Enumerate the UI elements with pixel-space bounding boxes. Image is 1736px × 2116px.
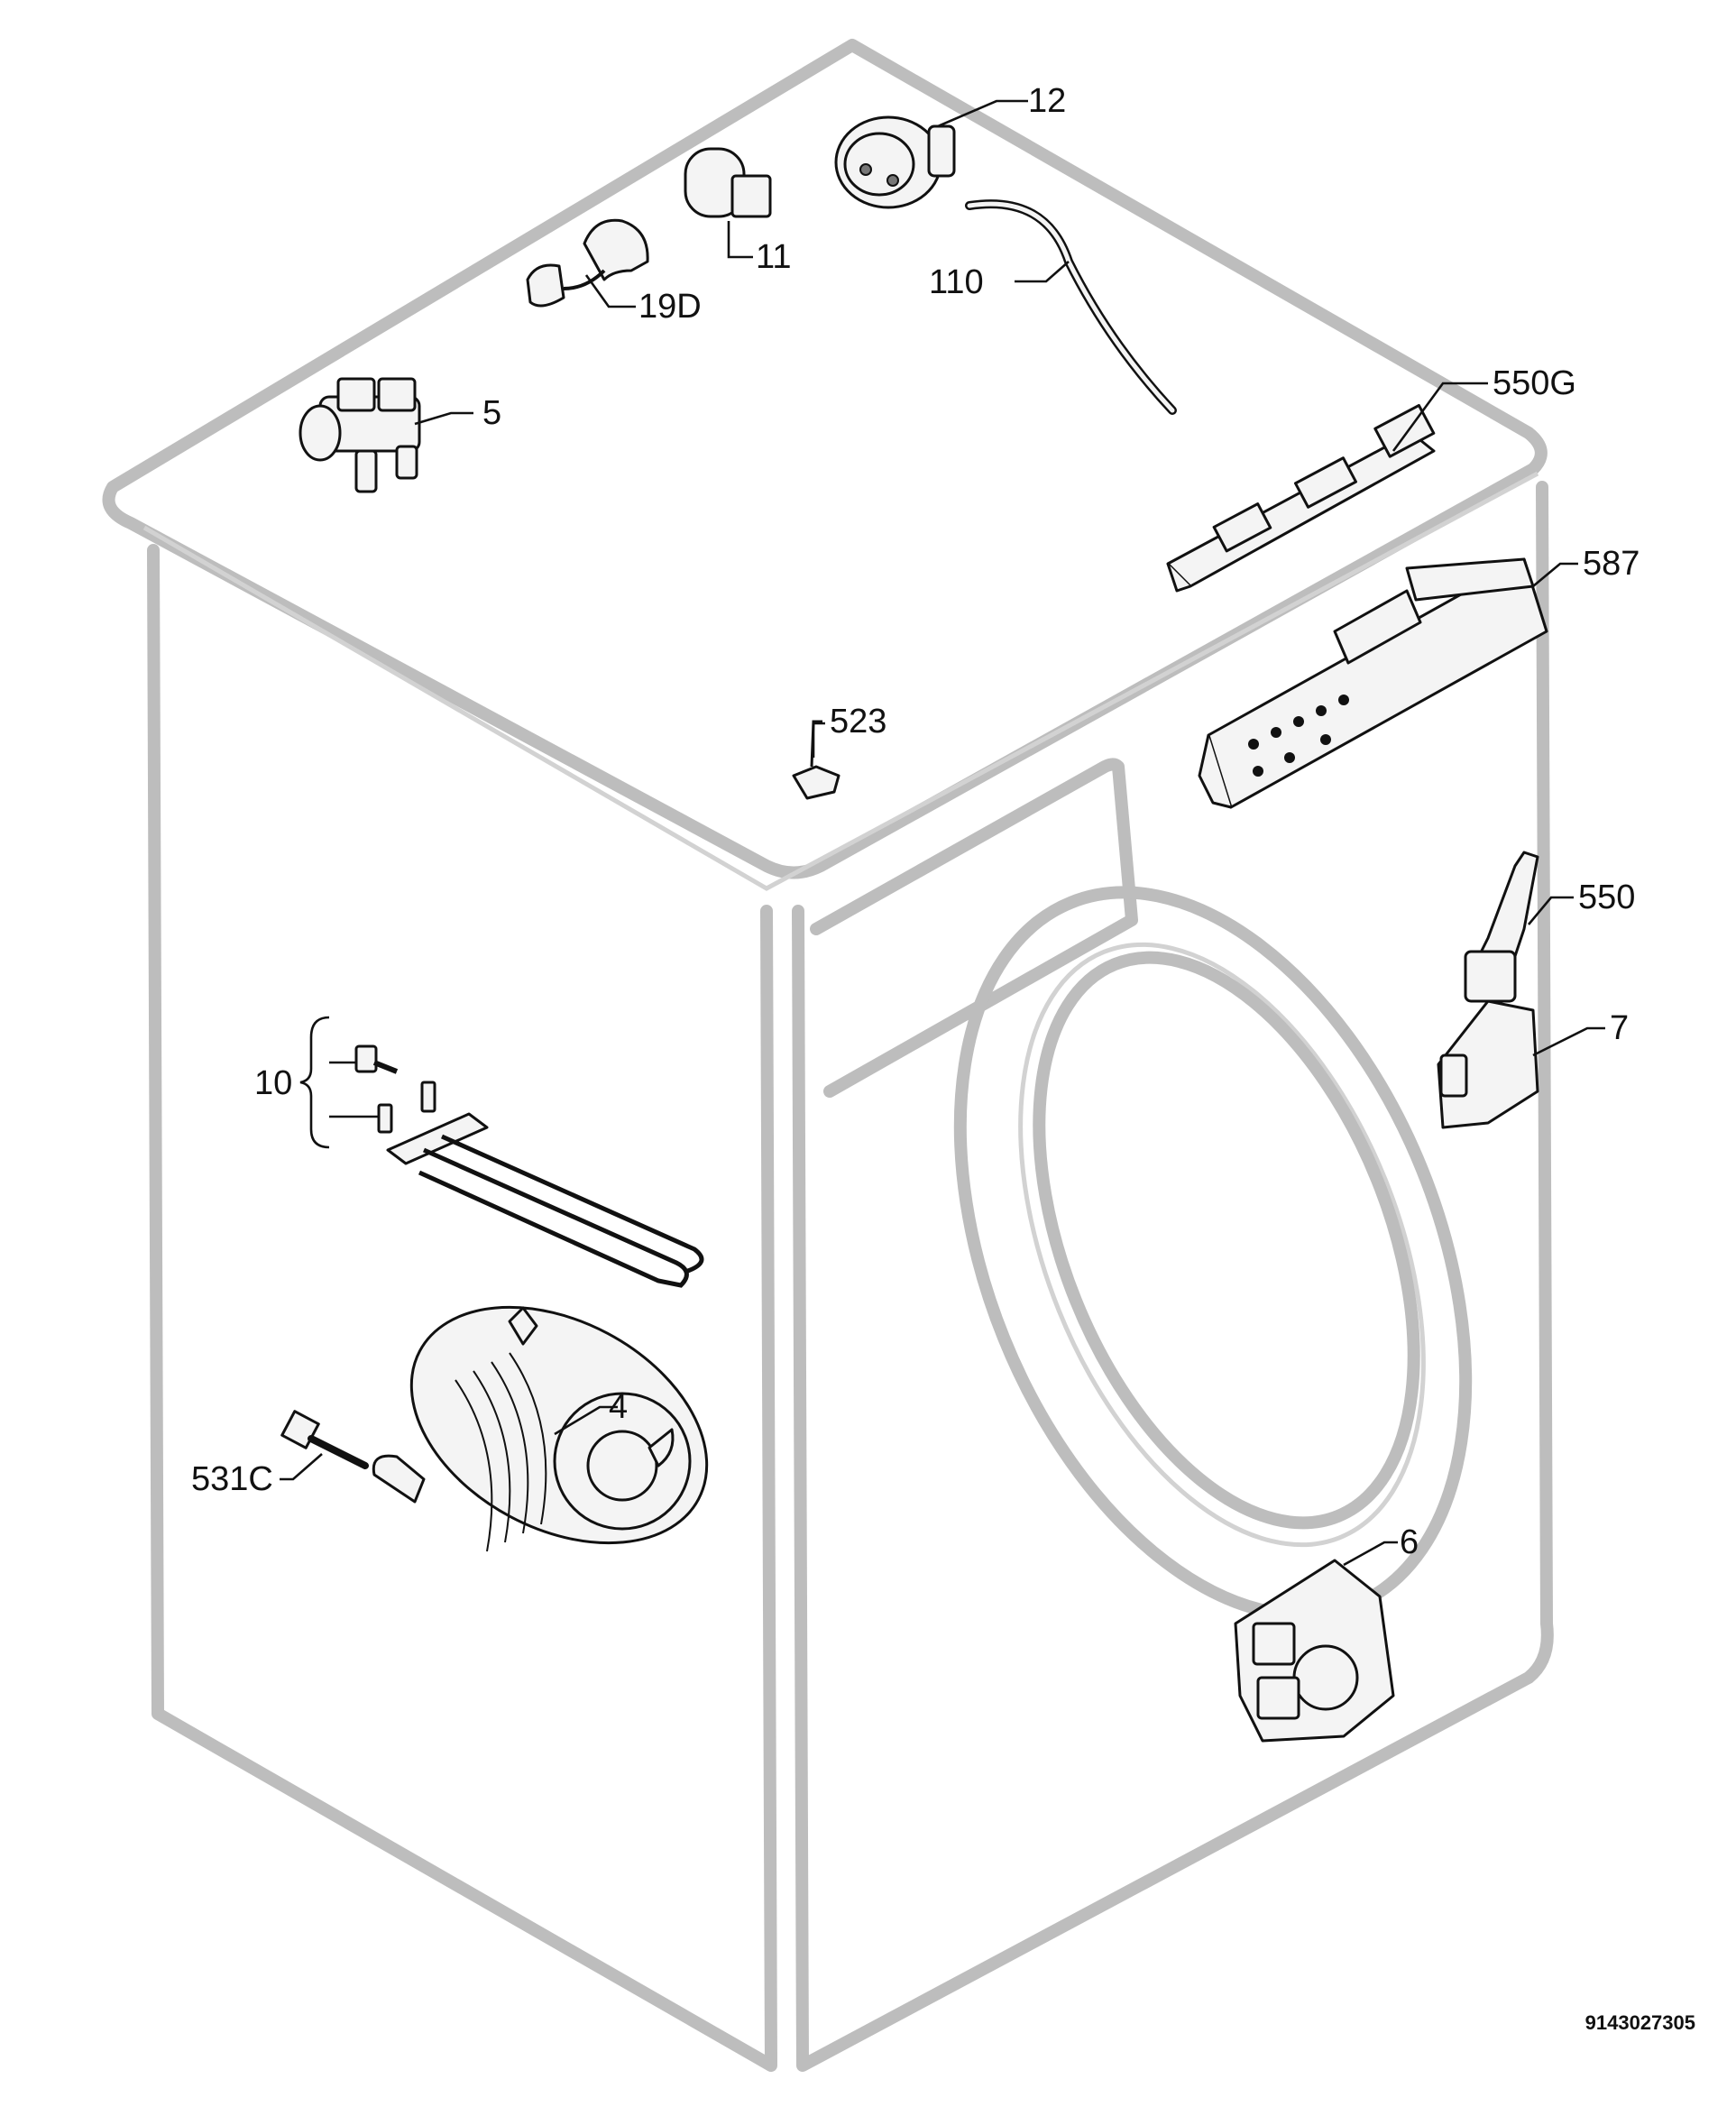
callout-110: 110: [929, 263, 984, 301]
callout-531c: 531C: [191, 1460, 273, 1498]
motor-bolt-part: [280, 1410, 369, 1469]
wiring-bracket-part: [1166, 403, 1436, 593]
leader-lines: [280, 99, 1605, 1567]
callout-7: 7: [1610, 1009, 1629, 1047]
cable-clip-part: [526, 218, 649, 308]
electronic-board-part: [1198, 557, 1548, 809]
door-interlock-part: [1437, 999, 1539, 1129]
callout-11: 11: [756, 238, 791, 276]
callout-550: 550: [1578, 879, 1635, 916]
callout-4: 4: [609, 1388, 628, 1426]
document-id: 9143027305: [1585, 2011, 1695, 2034]
door-lock-lever-part: [1464, 851, 1539, 1003]
callout-523: 523: [830, 703, 886, 741]
pressure-hose-part: [965, 199, 1177, 415]
callout-19d: 19D: [638, 288, 702, 326]
capacitor-part: [684, 147, 772, 218]
heating-element-part: [354, 1044, 704, 1288]
small-clip-part: [792, 720, 840, 800]
washer-cabinet-outline: [102, 39, 1554, 2072]
callout-587: 587: [1583, 545, 1640, 583]
callout-550g: 550G: [1493, 364, 1576, 402]
motor-part: [372, 1305, 709, 1552]
callout-5: 5: [482, 394, 501, 432]
callout-12: 12: [1028, 82, 1066, 120]
drain-pump-part: [1234, 1559, 1395, 1743]
callout-6: 6: [1400, 1523, 1419, 1561]
callout-10: 10: [254, 1064, 292, 1102]
pressure-switch-part: [834, 115, 956, 209]
inlet-valve-part: [299, 377, 421, 493]
